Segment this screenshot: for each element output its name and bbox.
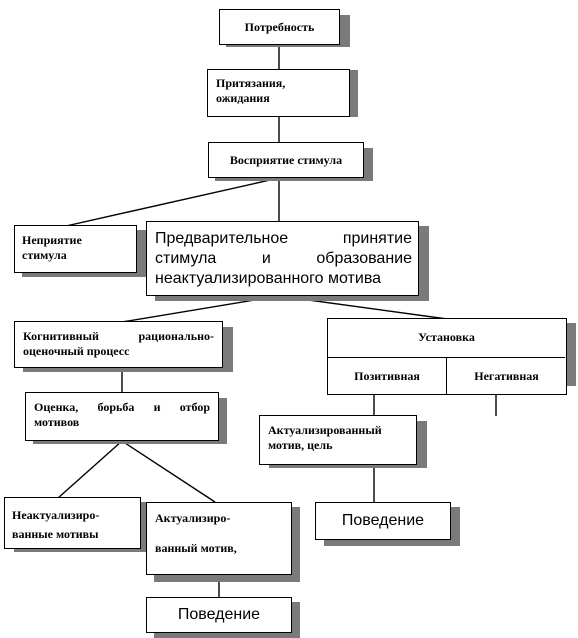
claims-line-1: Притязания, [216, 76, 286, 90]
actualized-right-line-1: Актуализированный [268, 423, 382, 437]
preliminary-line-1: Предварительное принятие [155, 230, 412, 247]
cognitive-line-1: Когнитивный рационально- [23, 329, 214, 343]
setting-title: Установка [418, 330, 475, 344]
nonactualized-line-2: ванные мотивы [12, 527, 99, 542]
behavior-bottom-label: Поведение [177, 606, 261, 623]
setting-divider-vertical [446, 357, 447, 394]
rejection-line-2: стимула [22, 248, 67, 262]
nonactualized-box: Неактуализиро- ванные мотивы [4, 497, 141, 549]
behavior-right-label: Поведение [341, 512, 425, 529]
actualized-right-box: Актуализированный мотив, цель [259, 415, 417, 465]
link-evaluation-nonactualized [57, 440, 123, 499]
need-label: Потребность [244, 19, 315, 34]
link-evaluation-actualized [121, 440, 216, 503]
behavior-right-box: Поведение [315, 502, 451, 540]
setting-negative: Негативная [474, 368, 539, 383]
evaluation-box: Оценка, борьба и отбор мотивов [25, 392, 219, 441]
actualized-left-line-1: Актуализиро- [155, 511, 231, 525]
rejection-line-1: Неприятие [22, 233, 82, 247]
preliminary-line-2: стимула и образование [155, 250, 412, 267]
perception-label: Восприятие стимула [229, 152, 343, 167]
evaluation-line-1: Оценка, борьба и отбор [34, 400, 210, 414]
cognitive-box: Когнитивный рационально- оценочный проце… [14, 321, 223, 368]
setting-positive: Позитивная [354, 368, 420, 383]
rejection-box: Неприятие стимула [14, 225, 137, 273]
need-box: Потребность [219, 9, 340, 45]
perception-box: Восприятие стимула [208, 142, 364, 178]
claims-box: Притязания, ожидания [207, 69, 350, 117]
preliminary-line-3: неактуализированного мотива [155, 270, 382, 287]
preliminary-box: Предварительное принятие стимула и образ… [146, 221, 419, 296]
actualized-left-line-2: ванный мотив, [155, 541, 237, 555]
link-perception-rejection [65, 177, 280, 227]
behavior-bottom-box: Поведение [146, 597, 292, 633]
actualized-right-line-2: мотив, цель [268, 438, 333, 452]
cognitive-line-2: оценочный процесс [23, 344, 130, 358]
evaluation-line-2: мотивов [34, 415, 80, 429]
claims-line-2: ожидания [216, 91, 270, 105]
setting-box: Установка Позитивная Негативная [327, 318, 567, 395]
actualized-left-box: Актуализиро- ванный мотив, [146, 502, 292, 575]
nonactualized-line-1: Неактуализиро- [12, 508, 100, 522]
